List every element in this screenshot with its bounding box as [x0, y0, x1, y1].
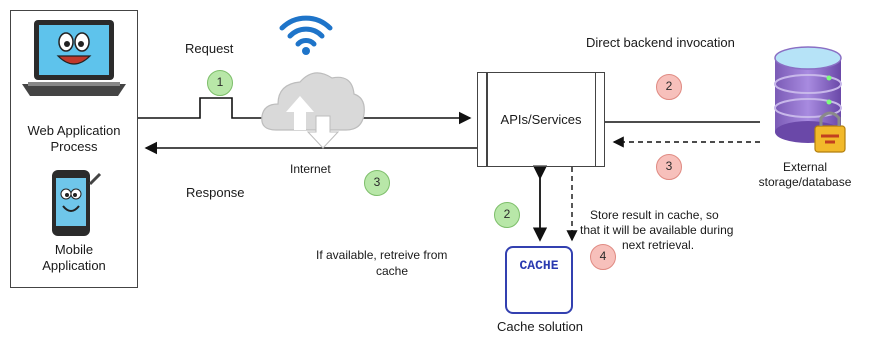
response-step-badge: 3 [364, 170, 390, 196]
cache-read-note-line-1: If available, retreive from [316, 248, 448, 262]
mobile-app-label-1: Mobile [54, 242, 94, 257]
storage-label-1: External [782, 160, 828, 174]
internet-label: Internet [290, 162, 331, 176]
client-panel [10, 10, 138, 288]
cache-box: CACHE [505, 246, 573, 314]
web-app-label-2: Process [50, 139, 98, 154]
cache-store-badge: 4 [590, 244, 616, 270]
wifi-icon [279, 15, 333, 55]
laptop-icon [22, 20, 126, 96]
cache-read-badge: 2 [494, 202, 520, 228]
apis-services-box: APIs/Services [477, 72, 605, 167]
store-note-line-3: next retrieval. [622, 238, 695, 252]
direct-backend-label: Direct backend invocation [586, 35, 735, 50]
storage-label-2: storage/database [758, 175, 852, 189]
backend-step-badge: 2 [656, 74, 682, 100]
response-label: Response [186, 185, 245, 200]
backend-return-badge: 3 [656, 154, 682, 180]
apis-services-label: APIs/Services [500, 112, 582, 127]
request-step-badge: 1 [207, 70, 233, 96]
request-label: Request [185, 41, 234, 56]
store-note-line-1: Store result in cache, so [590, 208, 719, 222]
cache-box-label: CACHE [519, 258, 559, 273]
mobile-app-label-2: Application [42, 258, 106, 273]
mobile-phone-icon [52, 170, 102, 236]
database-icon [774, 46, 846, 153]
cache-solution-label: Cache solution [497, 319, 583, 334]
cloud-icon [261, 72, 365, 149]
store-note-line-2: that it will be available during [580, 223, 734, 237]
web-app-label-1: Web Application [27, 123, 121, 138]
cache-read-note-line-2: cache [375, 264, 409, 278]
